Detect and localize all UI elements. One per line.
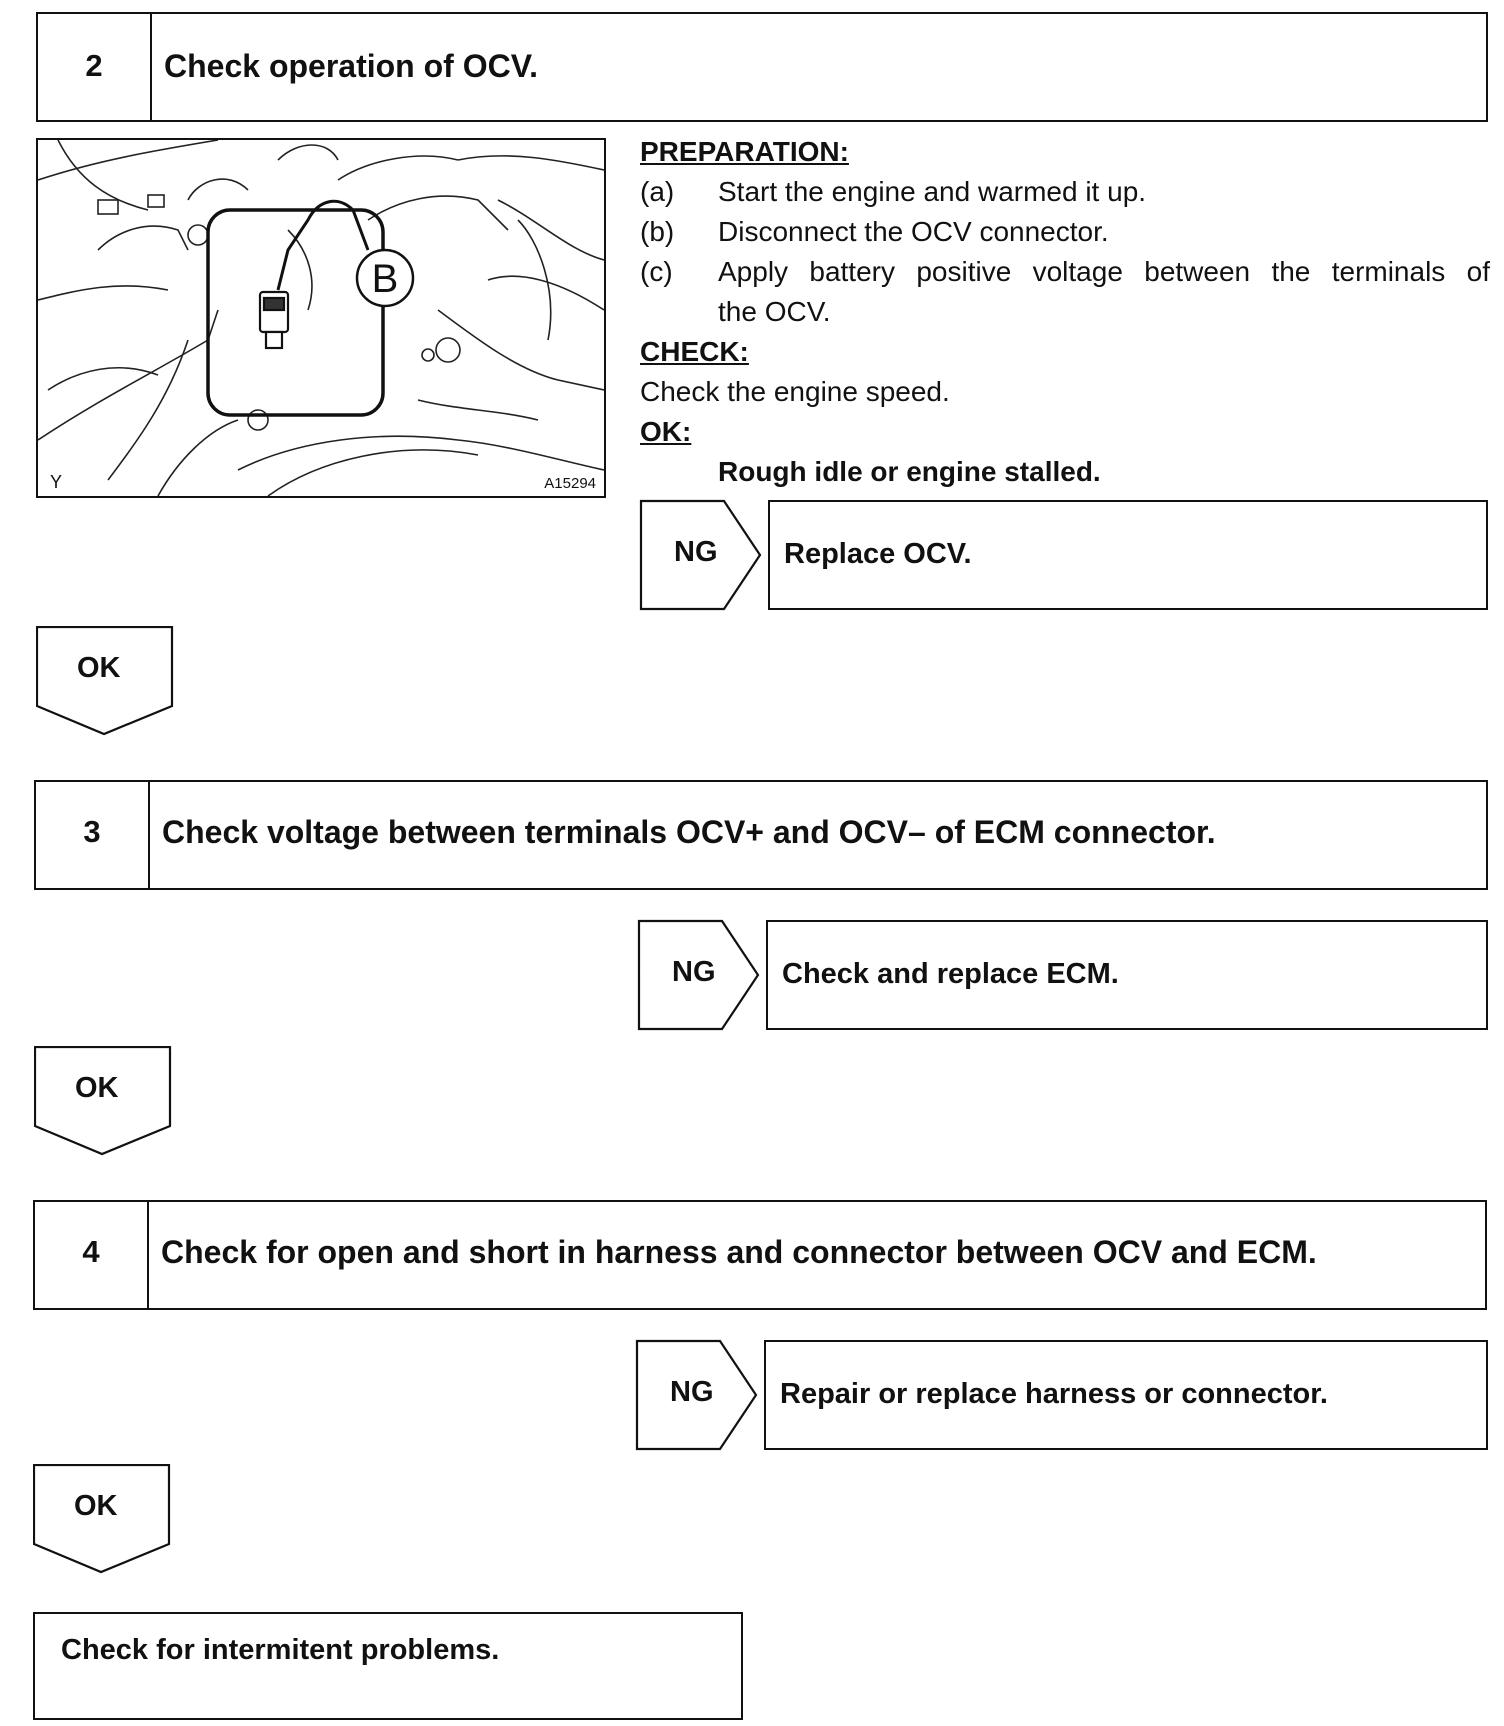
ok-criteria: Rough idle or engine stalled.: [718, 456, 1101, 487]
ng-arrow-1: NG: [639, 499, 764, 611]
ok-label-1: OK: [77, 652, 121, 684]
ng-action-1: Replace OCV.: [784, 538, 972, 570]
ocv-illustration: B Y A15294: [36, 138, 606, 498]
step-3-title: Check voltage between terminals OCV+ and…: [162, 814, 1216, 850]
ng-arrow-3: NG: [635, 1339, 760, 1451]
step-4-box: 4 Check for open and short in harness an…: [33, 1200, 1487, 1310]
ng-label-1: NG: [674, 536, 718, 568]
ng-result-box-1: Replace OCV.: [768, 500, 1488, 610]
step-3-number: 3: [36, 782, 150, 888]
ok-arrow-1: OK: [36, 626, 176, 736]
figure-code: A15294: [544, 475, 596, 492]
engine-bay-drawing: B Y A15294: [38, 140, 604, 496]
ok-arrow-2: OK: [34, 1046, 174, 1156]
step-4-number: 4: [35, 1202, 149, 1308]
ng-label-2: NG: [672, 956, 716, 988]
prep-item-c-text-line1: Apply battery positive voltage between t…: [718, 256, 1490, 287]
ng-arrow-2: NG: [637, 919, 762, 1031]
prep-item-b-label: (b): [640, 216, 675, 247]
step-4-title: Check for open and short in harness and …: [161, 1234, 1317, 1270]
ok-label-2: OK: [75, 1072, 119, 1104]
ok-header: OK:: [640, 416, 692, 447]
step-2-title: Check operation of OCV.: [164, 48, 538, 84]
ng-result-box-3: Repair or replace harness or connector.: [764, 1340, 1488, 1450]
check-text: Check the engine speed.: [640, 376, 950, 407]
final-step-text: Check for intermitent problems.: [61, 1634, 500, 1666]
prep-item-c-label: (c): [640, 256, 673, 287]
ok-label-3: OK: [74, 1490, 118, 1522]
callout-letter: B: [372, 257, 399, 301]
corner-letter: Y: [50, 472, 62, 492]
preparation-header: PREPARATION:: [640, 136, 849, 167]
step-2-box: 2 Check operation of OCV.: [36, 12, 1488, 122]
step-3-box: 3 Check voltage between terminals OCV+ a…: [34, 780, 1488, 890]
ng-label-3: NG: [670, 1376, 714, 1408]
ng-result-box-2: Check and replace ECM.: [766, 920, 1488, 1030]
ok-arrow-3: OK: [33, 1464, 173, 1574]
prep-item-b-text: Disconnect the OCV connector.: [718, 216, 1109, 247]
check-header: CHECK:: [640, 336, 749, 367]
ng-action-2: Check and replace ECM.: [782, 958, 1119, 990]
prep-item-c-text-line2: the OCV.: [718, 296, 831, 327]
prep-item-a-text: Start the engine and warmed it up.: [718, 176, 1147, 207]
step-2-number: 2: [38, 14, 152, 120]
ng-action-3: Repair or replace harness or connector.: [780, 1378, 1328, 1410]
prep-item-a-label: (a): [640, 176, 675, 207]
final-step-box: Check for intermitent problems.: [33, 1612, 743, 1720]
